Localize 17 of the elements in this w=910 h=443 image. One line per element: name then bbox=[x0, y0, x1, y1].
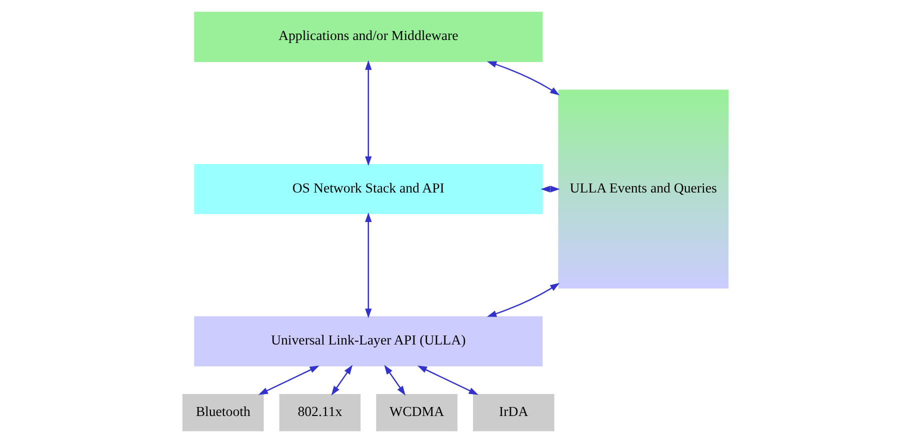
arrow bbox=[486, 282, 560, 317]
node-box: OS Network Stack and API bbox=[194, 164, 542, 214]
node-box: WCDMA bbox=[376, 394, 457, 432]
arrow bbox=[258, 366, 319, 395]
node-box: Universal Link-Layer API (ULLA) bbox=[194, 316, 542, 366]
arrow bbox=[384, 364, 405, 396]
node-box: 802.11x bbox=[278, 394, 360, 432]
node-box: ULLA Events and Queries bbox=[558, 90, 728, 289]
arrow bbox=[486, 61, 560, 96]
arrow bbox=[540, 186, 560, 192]
arrow bbox=[330, 364, 352, 396]
arrow bbox=[364, 212, 372, 318]
node-box: IrDA bbox=[472, 394, 554, 432]
node-box: Applications and/or Middleware bbox=[194, 12, 542, 62]
arrow bbox=[416, 366, 478, 395]
arrow bbox=[364, 60, 372, 166]
node-box: Bluetooth bbox=[182, 394, 264, 432]
